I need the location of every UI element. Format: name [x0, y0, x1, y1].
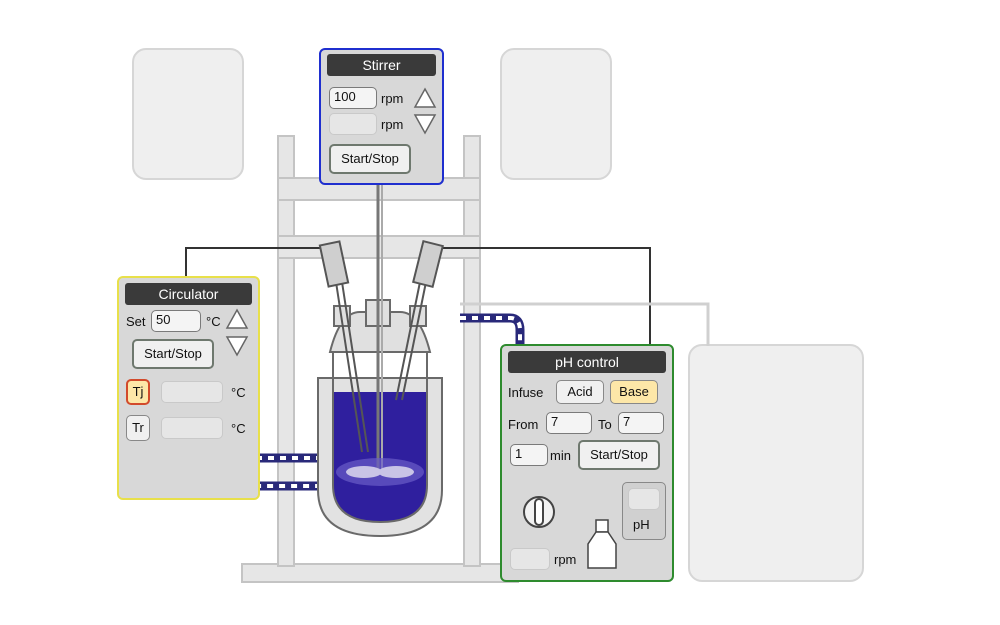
- stirrer-start-stop-button[interactable]: Start/Stop: [329, 144, 411, 174]
- circulator-set-unit: °C: [206, 314, 221, 329]
- circulator-tj-unit: °C: [231, 385, 246, 400]
- circulator-start-stop-button[interactable]: Start/Stop: [132, 339, 214, 369]
- empty-module-slot-left: [132, 48, 244, 180]
- temperature-probe-head: [318, 240, 350, 288]
- circulator-tr-button[interactable]: Tr: [126, 415, 150, 441]
- ph-from-input[interactable]: 7: [546, 412, 592, 434]
- stirrer-setpoint-unit: rpm: [381, 91, 404, 106]
- stirrer-decrease-icon[interactable]: [413, 113, 437, 135]
- peristaltic-pump-icon: [523, 496, 555, 528]
- ph-acid-button[interactable]: Acid: [556, 380, 604, 404]
- ph-meter-label: pH: [633, 517, 650, 532]
- ph-value-field: [628, 488, 660, 510]
- reactor-liquid: [333, 392, 427, 522]
- ph-start-stop-button[interactable]: Start/Stop: [578, 440, 660, 470]
- ph-from-label: From: [508, 417, 539, 432]
- ph-pump-rpm-field: [510, 548, 550, 570]
- circulator-tj-field: [161, 381, 223, 403]
- ph-base-button[interactable]: Base: [610, 380, 658, 404]
- circulator-panel: Circulator Set 50 °C Start/Stop Tj °C Tr…: [117, 276, 260, 500]
- circulator-increase-icon[interactable]: [225, 308, 249, 330]
- stirrer-title: Stirrer: [327, 54, 436, 76]
- circulator-set-label: Set: [126, 314, 146, 329]
- empty-module-slot-large: [688, 344, 864, 582]
- circulator-tr-field: [161, 417, 223, 439]
- stirrer-setpoint-input[interactable]: 100: [329, 87, 377, 109]
- reagent-bottle-icon: [587, 519, 617, 569]
- ph-probe-head: [412, 239, 444, 289]
- circulator-decrease-icon[interactable]: [225, 335, 249, 357]
- ph-duration-unit: min: [550, 448, 571, 463]
- ph-meter: pH: [622, 482, 666, 540]
- circulator-tr-unit: °C: [231, 421, 246, 436]
- ph-duration-input[interactable]: 1: [510, 444, 548, 466]
- ph-control-title: pH control: [508, 351, 666, 373]
- empty-module-slot-right: [500, 48, 612, 180]
- ph-to-label: To: [598, 417, 612, 432]
- stirrer-actual-field: [329, 113, 377, 135]
- ph-to-input[interactable]: 7: [618, 412, 664, 434]
- ph-control-panel: pH control Infuse Acid Base From 7 To 7 …: [500, 344, 674, 582]
- circulator-tj-button[interactable]: Tj: [126, 379, 150, 405]
- stirrer-actual-unit: rpm: [381, 117, 404, 132]
- circulator-set-input[interactable]: 50: [151, 310, 201, 332]
- ph-pump-rpm-unit: rpm: [554, 552, 577, 567]
- circulator-title: Circulator: [125, 283, 252, 305]
- ph-infuse-label: Infuse: [508, 385, 544, 400]
- stirrer-increase-icon[interactable]: [413, 87, 437, 109]
- stirrer-panel: Stirrer 100 rpm rpm Start/Stop: [319, 48, 444, 185]
